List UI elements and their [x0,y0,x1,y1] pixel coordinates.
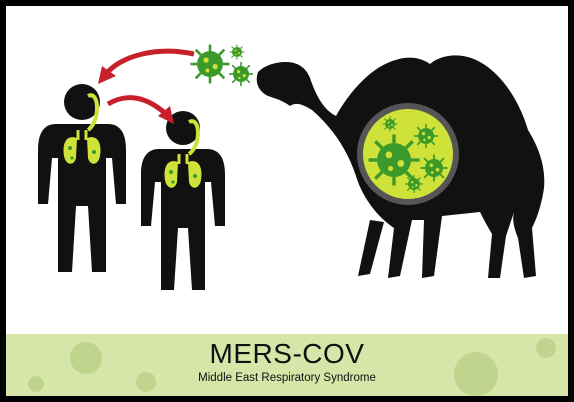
banner-subtitle: Middle East Respiratory Syndrome [6,372,568,384]
person-icon [38,84,126,272]
transmission-arrow-icon [108,98,174,124]
virus-magnifier [360,106,456,202]
transmission-arrow-icon [98,51,194,84]
virus-icon [191,45,230,84]
title-banner: MERS-COV Middle East Respiratory Syndrom… [6,334,568,396]
virus-icon [229,62,253,86]
virus-icon [230,45,245,60]
banner-title: MERS-COV [6,338,568,370]
person-icon [141,111,225,290]
